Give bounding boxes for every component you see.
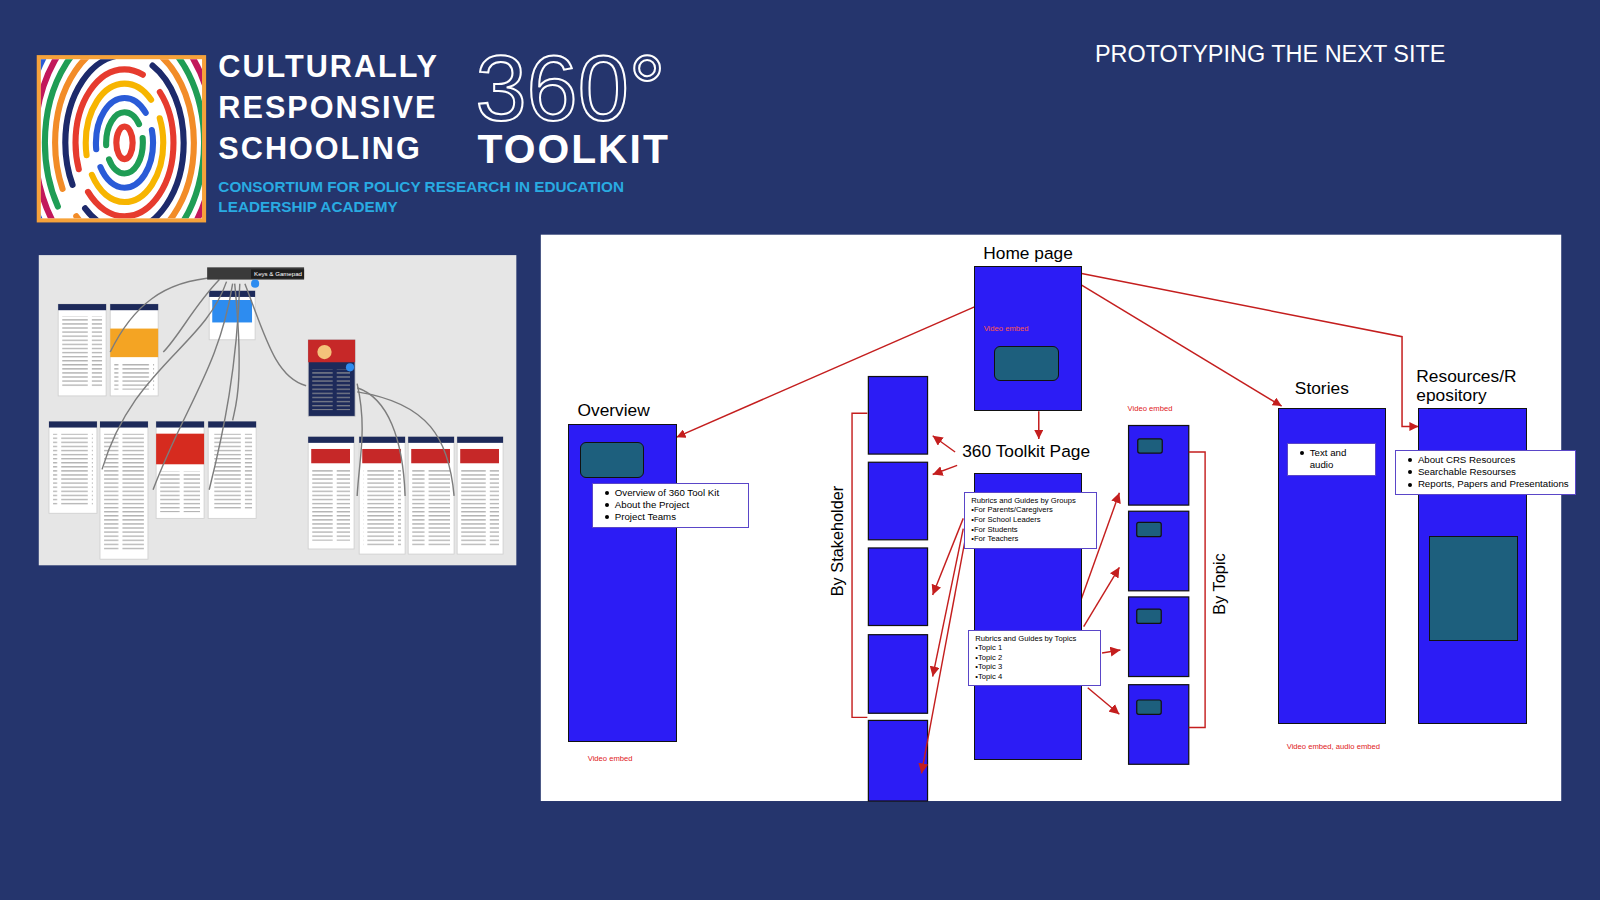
list-item: Overview of 360 Tool Kit [615, 487, 742, 499]
list-item: Searchable Resourses [1418, 466, 1569, 478]
media-note: Video embed, audio embed [1287, 743, 1380, 751]
list-item: •For Students [971, 525, 1090, 535]
media-placeholder [580, 442, 644, 478]
content-list-box: Overview of 360 Tool KitAbout the Projec… [592, 483, 749, 528]
navigation-arrow [1082, 274, 1419, 427]
media-placeholder [994, 346, 1059, 381]
tooltip-text: Keys & Gamepad [254, 271, 302, 277]
list-item: •Topic 4 [975, 672, 1094, 682]
list-item: Reports, Papers and Presentations [1418, 478, 1569, 490]
list-item: •For Teachers [971, 534, 1090, 544]
link-arrow [921, 436, 1120, 774]
list-item: About the Project [615, 499, 742, 511]
logo-wordmark: RESPONSIVE [218, 92, 437, 123]
prototype-screenshot [39, 255, 517, 565]
media-placeholder [1429, 536, 1519, 641]
navigation-arrow [677, 307, 975, 437]
list-item: Project Teams [615, 511, 742, 523]
stakeholder-page-boxes [868, 377, 927, 801]
list-item: •For Parents/Caregivers [971, 505, 1090, 515]
media-note: Video embed [984, 325, 1029, 333]
list-item: •Topic 2 [975, 653, 1094, 663]
list-item: About CRS Resources [1418, 454, 1569, 466]
logo-wordmark: CULTURALLY [218, 51, 439, 82]
organisation-name: CONSORTIUM FOR POLICY RESEARCH IN EDUCAT… [218, 179, 624, 194]
navigation-arrow [1038, 411, 1040, 439]
page-heading: Overview [578, 401, 650, 420]
list-item: Rubrics and Guides by Topics [975, 634, 1094, 644]
navigation-arrow [1082, 285, 1282, 406]
media-note: Video embed [588, 755, 633, 763]
list-item: •For School Leaders [971, 515, 1090, 525]
group-label: By Stakeholder [829, 485, 845, 596]
logo-wordmark: SCHOOLING [218, 133, 421, 164]
page-heading: Home page [975, 244, 1080, 263]
page-heading: Resources/R epository [1416, 367, 1530, 405]
slide-title: PROTOTYPING THE NEXT SITE [1095, 43, 1446, 66]
fingerprint-logo [24, 0, 224, 288]
page-heading: Stories [1295, 379, 1349, 398]
list-item: Rubrics and Guides by Groups [971, 496, 1090, 506]
page-box: Home pageVideo embed [974, 266, 1081, 411]
content-list-box: Rubrics and Guides by Groups•For Parents… [964, 492, 1097, 549]
content-list-box: Rubrics and Guides by Topics•Topic 1•Top… [968, 630, 1101, 687]
topic-page-boxes [1129, 426, 1189, 765]
media-note: Video embed [1128, 405, 1173, 413]
page-heading: 360 Toolkit Page [962, 442, 1090, 461]
list-item: Text and audio [1310, 447, 1370, 471]
page-box: 360 Toolkit PageRubrics and Guides by Gr… [974, 473, 1081, 760]
page-box: Resources/R epositoryAbout CRS Resources… [1418, 408, 1526, 724]
list-item: •Topic 3 [975, 662, 1094, 672]
page-box: OverviewVideo embedOverview of 360 Tool … [568, 424, 676, 741]
logo-number: 360° [476, 43, 666, 135]
list-item: •Topic 1 [975, 643, 1094, 653]
group-label: By Topic [1211, 553, 1227, 614]
content-list-box: Text and audio [1287, 443, 1377, 476]
logo-wordmark: TOOLKIT [478, 129, 670, 170]
organisation-name: LEADERSHIP ACADEMY [218, 199, 397, 214]
content-list-box: About CRS ResourcesSearchable ResoursesR… [1395, 450, 1576, 495]
canvas-panel [541, 235, 1561, 801]
page-box: StoriesVideo embed, audio embedText and … [1278, 408, 1386, 724]
